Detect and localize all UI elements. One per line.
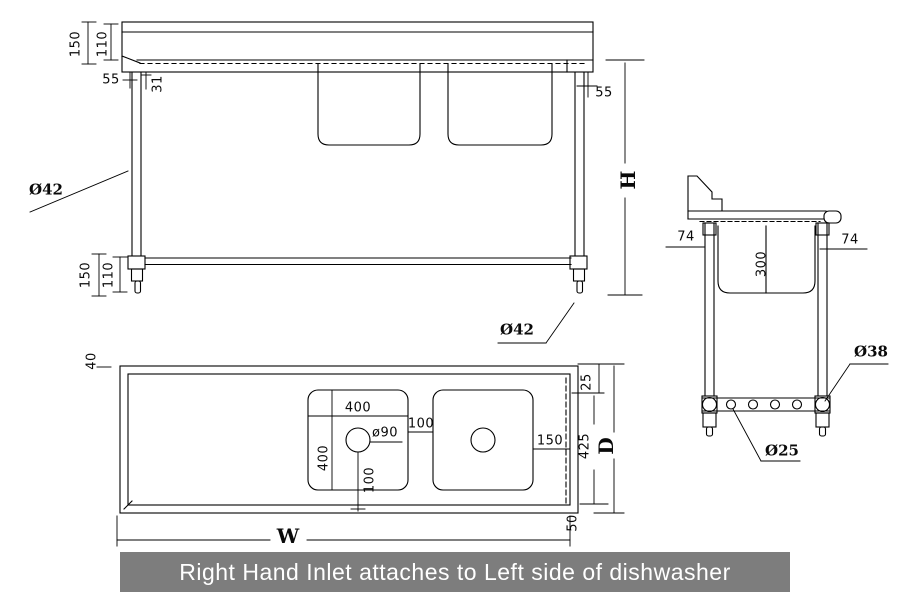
shelf-rung [791,399,803,410]
dim-splash-upper: 110 [95,30,111,58]
rolled-front-edge [823,210,842,224]
front-feet [127,255,588,294]
dim-depth-D: D [594,437,618,455]
dim-bowl-depth: 400 [316,444,332,472]
dim-edge-offset: 40 [84,352,100,370]
side-feet [702,412,830,437]
rail-tube-right [814,396,831,413]
dim-left-overhang: 55 [102,72,120,88]
shelf-rung [725,399,737,410]
dim-height-H: H [616,170,640,190]
caption-bar: Right Hand Inlet attaches to Left side o… [120,552,790,592]
side-dimension-lines [665,246,889,462]
plan-outline [119,365,579,514]
front-sink-bowl-left [317,63,421,146]
dim-drain-diameter: ø90 [372,425,398,441]
dim-undershelf-clear: 110 [101,261,117,289]
side-view [665,175,889,462]
dim-right-overhang: 55 [595,85,613,101]
dim-right-gap: 150 [536,433,564,449]
plan-sink-right [432,389,534,491]
dim-rail-diameter: Ø38 [854,342,888,361]
dim-back-edge: 25 [579,373,595,391]
dim-front-edge: 50 [565,514,581,532]
rail-tube-left [701,396,718,413]
dim-leg-inset: 31 [150,75,166,93]
dim-foot-diameter: Ø42 [500,320,534,339]
dim-drain-offset: 100 [362,466,378,494]
dim-inner-depth: 425 [577,432,593,460]
dim-width-W: W [276,524,300,548]
shelf-rung [769,399,781,410]
drain-hole-right [470,427,496,453]
plan-view [96,363,625,547]
dim-splash-height: 150 [68,30,84,58]
shelf-rung [747,399,759,410]
dim-front-leg-inset: 74 [677,229,695,245]
worktop-band [121,21,594,73]
front-dimension-lines [29,21,645,344]
dim-leg-diameter: Ø42 [29,180,63,199]
dim-bowl-gap: 100 [407,416,435,432]
dim-rung-diameter: Ø25 [765,441,799,460]
drain-hole-left [345,427,371,453]
side-legs [702,222,830,397]
dim-bowl-height: 300 [754,250,770,278]
plan-dimension-lines [96,363,625,547]
front-legs [131,71,585,257]
dim-undershelf-height: 150 [78,261,94,289]
caption-text: Right Hand Inlet attaches to Left side o… [179,558,731,585]
dim-bowl-width: 400 [344,400,372,416]
dim-back-leg-inset: 74 [841,232,859,248]
backsplash-profile [687,175,723,220]
front-sink-bowl-right [447,63,553,146]
undershelf-rail [701,395,831,414]
front-view [29,21,645,344]
